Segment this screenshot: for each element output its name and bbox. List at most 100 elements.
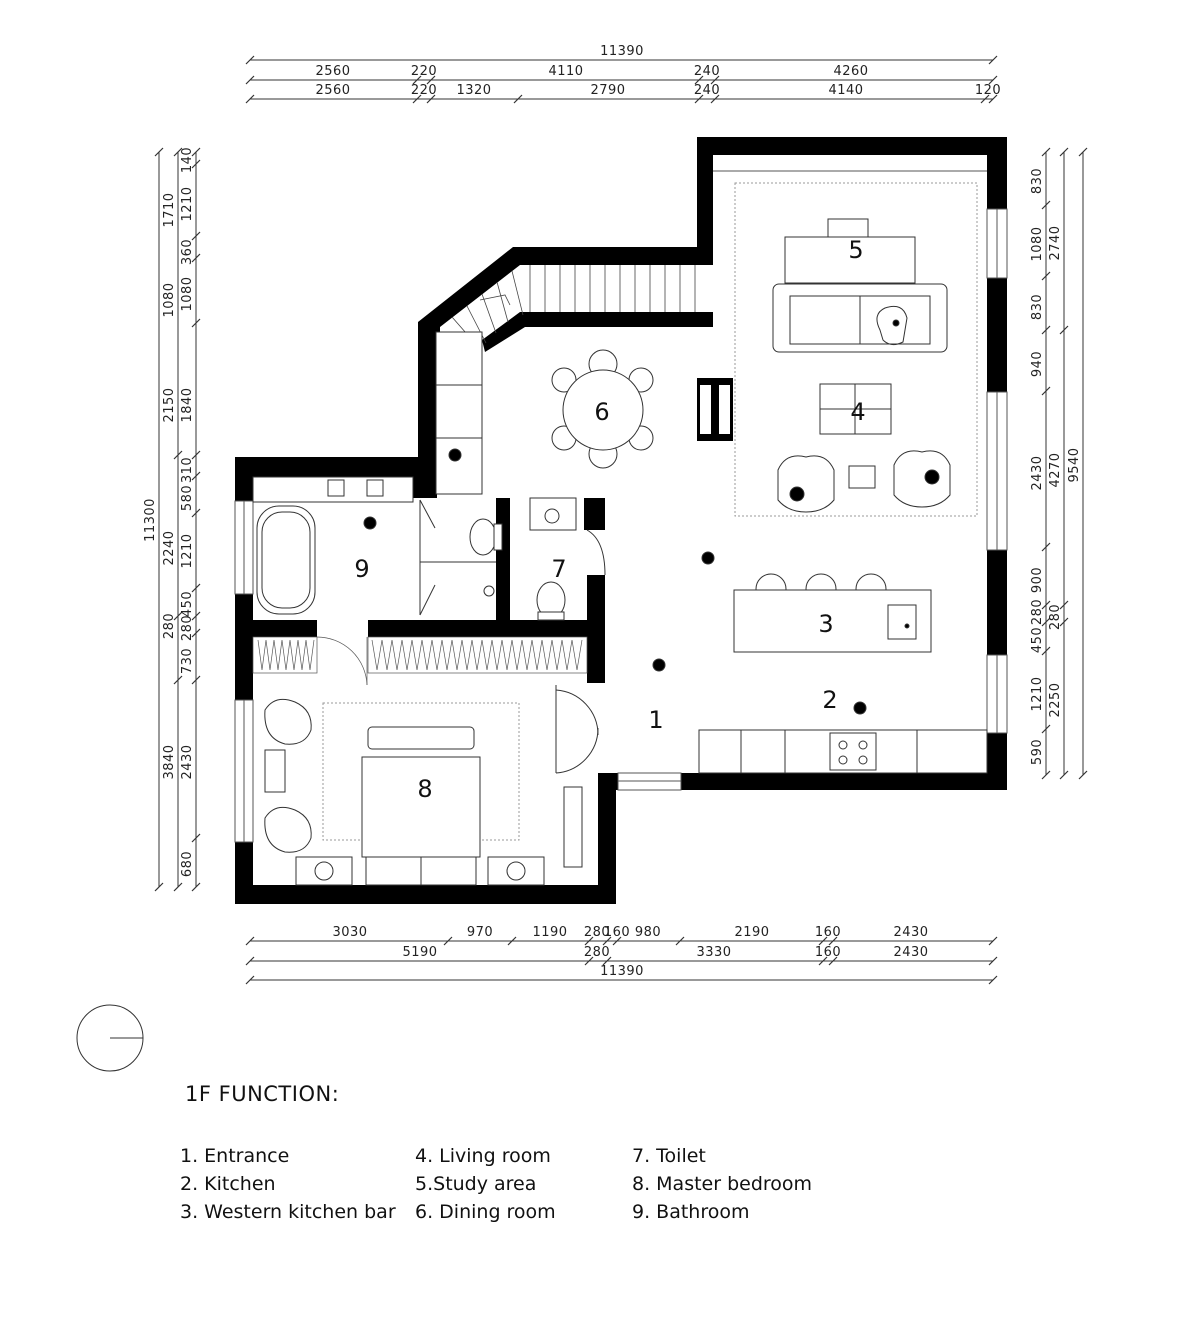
room-label-toilet: 7 bbox=[551, 555, 566, 583]
room-label-dining: 6 bbox=[594, 398, 609, 426]
dim-right-texts: 9540 2740 4270 280 2250 830 1080 830 940… bbox=[1030, 168, 1082, 765]
dim-right: 590 bbox=[1030, 739, 1045, 765]
dim-left: 1080 bbox=[180, 276, 195, 311]
room-label-entrance: 1 bbox=[648, 706, 663, 734]
bathroom-fixtures bbox=[252, 476, 503, 616]
dim-right: 900 bbox=[1030, 567, 1045, 593]
dim-top: 1320 bbox=[456, 83, 491, 98]
dim-right: 830 bbox=[1030, 168, 1045, 194]
legend-item: 1. Entrance bbox=[180, 1145, 290, 1167]
dim-left: 280 bbox=[180, 615, 195, 641]
dim-left: 310 bbox=[180, 457, 195, 483]
dim-top-total: 11390 bbox=[600, 44, 644, 59]
dim-bottom: 3030 bbox=[332, 925, 367, 940]
bedroom-furniture bbox=[264, 685, 599, 886]
dim-left: 1210 bbox=[180, 533, 195, 568]
dim-bottom: 1190 bbox=[532, 925, 567, 940]
legend-item: 7. Toilet bbox=[632, 1145, 706, 1167]
dim-bottom: 2190 bbox=[734, 925, 769, 940]
dim-left-total: 11300 bbox=[143, 498, 158, 542]
dim-top: 220 bbox=[411, 64, 437, 79]
dim-left: 730 bbox=[180, 648, 195, 674]
dim-bottom: 970 bbox=[467, 925, 493, 940]
dim-right: 4270 bbox=[1048, 452, 1063, 487]
dining-furniture bbox=[435, 331, 654, 495]
staircase bbox=[451, 265, 696, 350]
walls bbox=[235, 137, 1007, 904]
dim-bottom: 160 bbox=[604, 925, 630, 940]
dim-bottom: 980 bbox=[635, 925, 661, 940]
legend-item: 8. Master bedroom bbox=[632, 1173, 813, 1195]
dim-bottom: 2430 bbox=[893, 945, 928, 960]
dim-top: 4110 bbox=[548, 64, 583, 79]
dim-left-texts: 11300 2150 280 3840 1710 1080 1840 2240 … bbox=[143, 147, 195, 877]
dim-top: 4140 bbox=[828, 83, 863, 98]
room-label-kitchen: 2 bbox=[822, 686, 837, 714]
dim-bottom: 2430 bbox=[893, 925, 928, 940]
dim-right: 1080 bbox=[1030, 226, 1045, 261]
dim-left: 3840 bbox=[162, 744, 177, 779]
legend-item: 6. Dining room bbox=[415, 1201, 556, 1223]
dim-left: 450 bbox=[180, 591, 195, 617]
dim-top: 240 bbox=[694, 64, 720, 79]
dim-right: 450 bbox=[1030, 627, 1045, 653]
toilet-fixtures bbox=[529, 497, 606, 621]
dim-left: 1210 bbox=[180, 186, 195, 221]
dim-bottom: 160 bbox=[815, 945, 841, 960]
living-furniture bbox=[734, 182, 978, 517]
room-label-living: 4 bbox=[850, 398, 865, 426]
dim-left: 680 bbox=[180, 851, 195, 877]
legend-item: 5.Study area bbox=[415, 1173, 537, 1195]
legend-column-1: 1. Entrance 2. Kitchen 3. Western kitche… bbox=[180, 1142, 396, 1226]
room-label-bar: 3 bbox=[818, 610, 833, 638]
dim-top: 220 bbox=[411, 83, 437, 98]
legend-item: 4. Living room bbox=[415, 1145, 551, 1167]
kitchen-furniture bbox=[652, 551, 988, 774]
legend-item: 2. Kitchen bbox=[180, 1173, 276, 1195]
dim-top: 2560 bbox=[315, 83, 350, 98]
dim-bottom-total: 11390 bbox=[600, 964, 644, 979]
dimension-top bbox=[245, 55, 998, 104]
dim-left: 2430 bbox=[180, 744, 195, 779]
legend-item: 3. Western kitchen bar bbox=[180, 1201, 396, 1223]
dim-right: 1210 bbox=[1030, 676, 1045, 711]
legend-column-2: 4. Living room 5.Study area 6. Dining ro… bbox=[415, 1142, 556, 1226]
dim-bottom: 5190 bbox=[402, 945, 437, 960]
dim-bottom: 3330 bbox=[696, 945, 731, 960]
dim-bottom: 280 bbox=[584, 925, 610, 940]
dim-top: 2560 bbox=[315, 64, 350, 79]
legend-title: 1F FUNCTION: bbox=[185, 1082, 340, 1106]
dim-left: 1080 bbox=[162, 282, 177, 317]
room-label-bathroom: 9 bbox=[354, 555, 369, 583]
dim-right: 2430 bbox=[1030, 455, 1045, 490]
dimension-left bbox=[154, 147, 201, 892]
dim-left: 140 bbox=[180, 147, 195, 173]
legend-column-3: 7. Toilet 8. Master bedroom 9. Bathroom bbox=[632, 1142, 812, 1226]
dim-left: 580 bbox=[180, 485, 195, 511]
windows bbox=[234, 170, 1008, 843]
room-label-study: 5 bbox=[848, 236, 863, 264]
dim-right: 2740 bbox=[1048, 225, 1063, 260]
dim-top: 4260 bbox=[833, 64, 868, 79]
legend-item: 9. Bathroom bbox=[632, 1201, 750, 1223]
dim-right: 280 bbox=[1048, 604, 1063, 630]
dim-left: 360 bbox=[180, 239, 195, 265]
orientation-icon bbox=[76, 1004, 144, 1072]
dimension-bottom bbox=[245, 936, 998, 985]
dim-bottom: 160 bbox=[815, 925, 841, 940]
dim-right-total: 9540 bbox=[1067, 447, 1082, 482]
dim-bottom: 280 bbox=[584, 945, 610, 960]
dim-left: 2150 bbox=[162, 387, 177, 422]
dim-top: 240 bbox=[694, 83, 720, 98]
storage-hatching bbox=[252, 636, 588, 686]
dim-right: 2250 bbox=[1048, 682, 1063, 717]
dim-left: 2240 bbox=[162, 530, 177, 565]
dimension-right bbox=[1041, 147, 1088, 780]
dim-left: 1710 bbox=[162, 192, 177, 227]
dim-top: 2790 bbox=[590, 83, 625, 98]
dim-left: 1840 bbox=[180, 387, 195, 422]
dim-right: 280 bbox=[1030, 599, 1045, 625]
dim-top: 120 bbox=[975, 83, 1001, 98]
dim-right: 940 bbox=[1030, 351, 1045, 377]
